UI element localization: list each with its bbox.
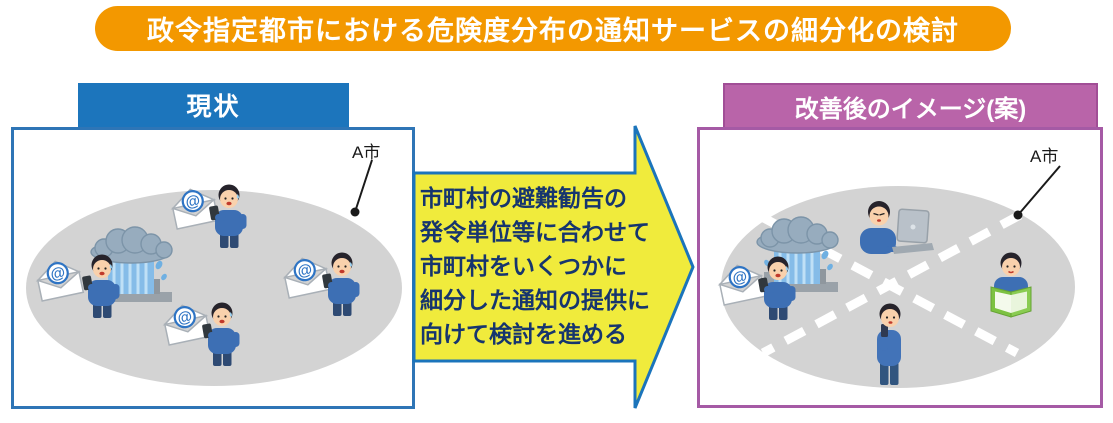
arrow-text-line: 発令単位等に合わせて: [420, 219, 650, 245]
arrow-text-line: 向けて検討を進める: [420, 321, 627, 347]
arrow-text-line: 市町村をいくつかに: [420, 253, 627, 279]
arrow-text-line: 市町村の避難勧告の: [420, 185, 627, 211]
transition-arrow-shape: [412, 125, 695, 409]
city-label: A市: [1030, 147, 1059, 166]
current-state-illustration: [26, 159, 402, 386]
page-title-text: 政令指定都市における危険度分布の通知サービスの細分化の検討: [147, 16, 959, 46]
current-state-header: 現状: [78, 83, 349, 127]
improved-illustration: [715, 165, 1075, 388]
improved-image-header-label: 改善後のイメージ(案): [794, 95, 1027, 123]
transition-arrow-text: 市町村の避難勧告の 発令単位等に合わせて 市町村をいくつかに 細分した通知の提供…: [420, 181, 692, 351]
area-leader-dot: [1013, 210, 1023, 220]
area-leader-line: [354, 159, 373, 213]
current-state-panel: A市: [11, 127, 415, 409]
area-leader-dot: [350, 207, 360, 217]
arrow-text-line: 細分した通知の提供に: [420, 287, 650, 313]
improved-image-header: 改善後のイメージ(案): [723, 83, 1098, 129]
improved-panel: A市: [697, 127, 1103, 408]
current-state-header-label: 現状: [186, 93, 241, 121]
transition-arrow: [412, 125, 695, 409]
area-leader-line: [1017, 165, 1061, 216]
city-label: A市: [352, 143, 381, 162]
page-title: 政令指定都市における危険度分布の通知サービスの細分化の検討: [95, 6, 1011, 51]
